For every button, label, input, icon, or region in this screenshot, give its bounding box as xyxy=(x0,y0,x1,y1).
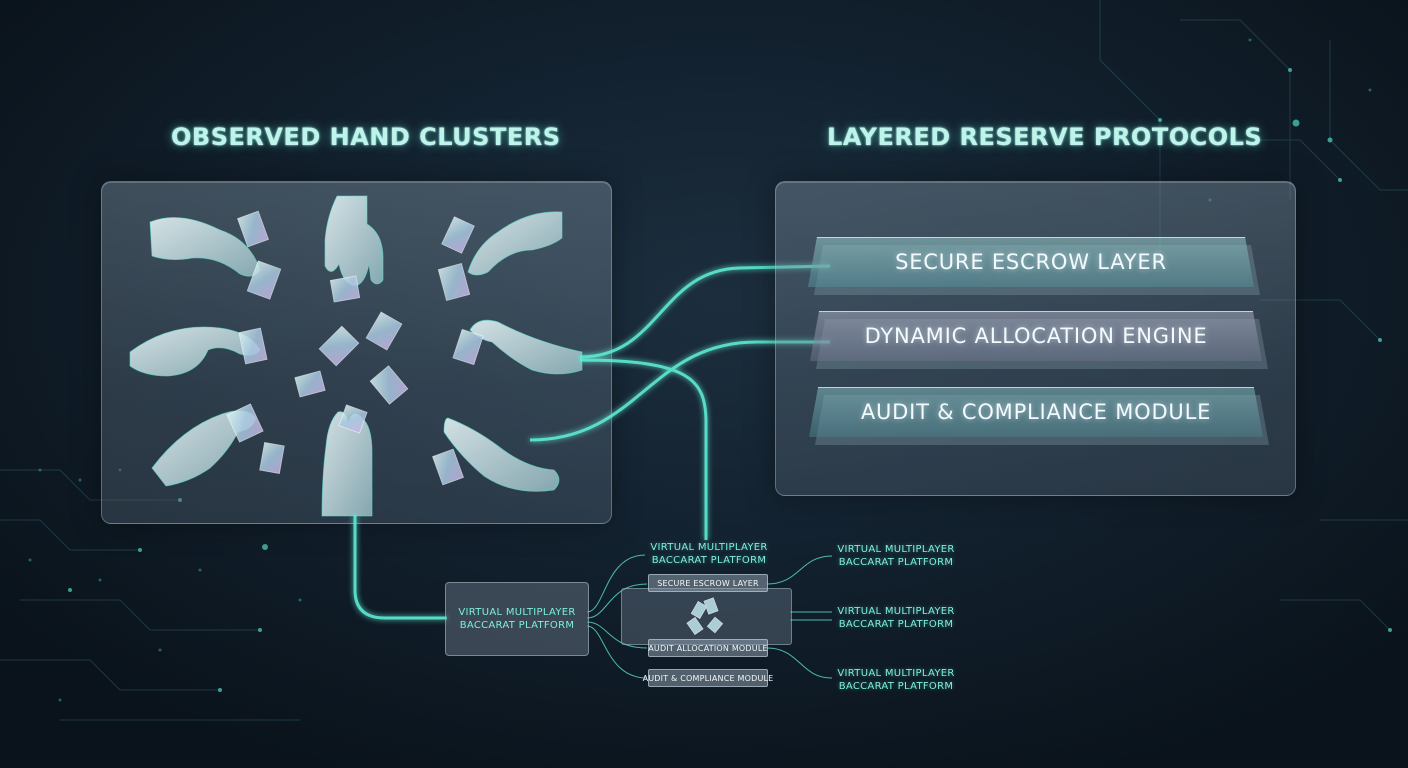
mini-layer-secure-escrow: SECURE ESCROW LAYER xyxy=(648,574,768,592)
platform-node: VIRTUAL MULTIPLAYER BACCARAT PLATFORM xyxy=(445,582,589,656)
wire-to-allocation xyxy=(529,340,830,442)
hand-clusters-illustration xyxy=(129,195,583,517)
card-cluster-icon xyxy=(686,597,724,636)
mini-layer-audit-allocation: AUDIT ALLOCATION MODULE xyxy=(648,639,768,657)
reserve-protocols-title: LAYERED RESERVE PROTOCOLS xyxy=(827,123,1263,151)
wire-to-mini-platform xyxy=(579,358,708,540)
hand-clusters-title: OBSERVED HAND CLUSTERS xyxy=(171,123,561,151)
hand-clusters-panel xyxy=(101,181,612,524)
reserve-layer-audit-compliance: AUDIT & COMPLIANCE MODULE xyxy=(809,387,1269,445)
hand-icon xyxy=(129,195,583,517)
mini-reserve-panel xyxy=(621,588,792,645)
wire-to-platform xyxy=(353,515,447,620)
wire-to-escrow xyxy=(579,264,831,359)
mini-layer-audit-compliance: AUDIT & COMPLIANCE MODULE xyxy=(643,669,773,687)
card-icon xyxy=(226,210,484,486)
reserve-layer-dynamic-allocation: DYNAMIC ALLOCATION ENGINE xyxy=(810,311,1268,369)
reserve-layer-secure-escrow: SECURE ESCROW LAYER xyxy=(808,237,1260,295)
platform-label-line1: VIRTUAL MULTIPLAYER xyxy=(458,607,576,618)
platform-label-line2: BACCARAT PLATFORM xyxy=(459,620,575,631)
